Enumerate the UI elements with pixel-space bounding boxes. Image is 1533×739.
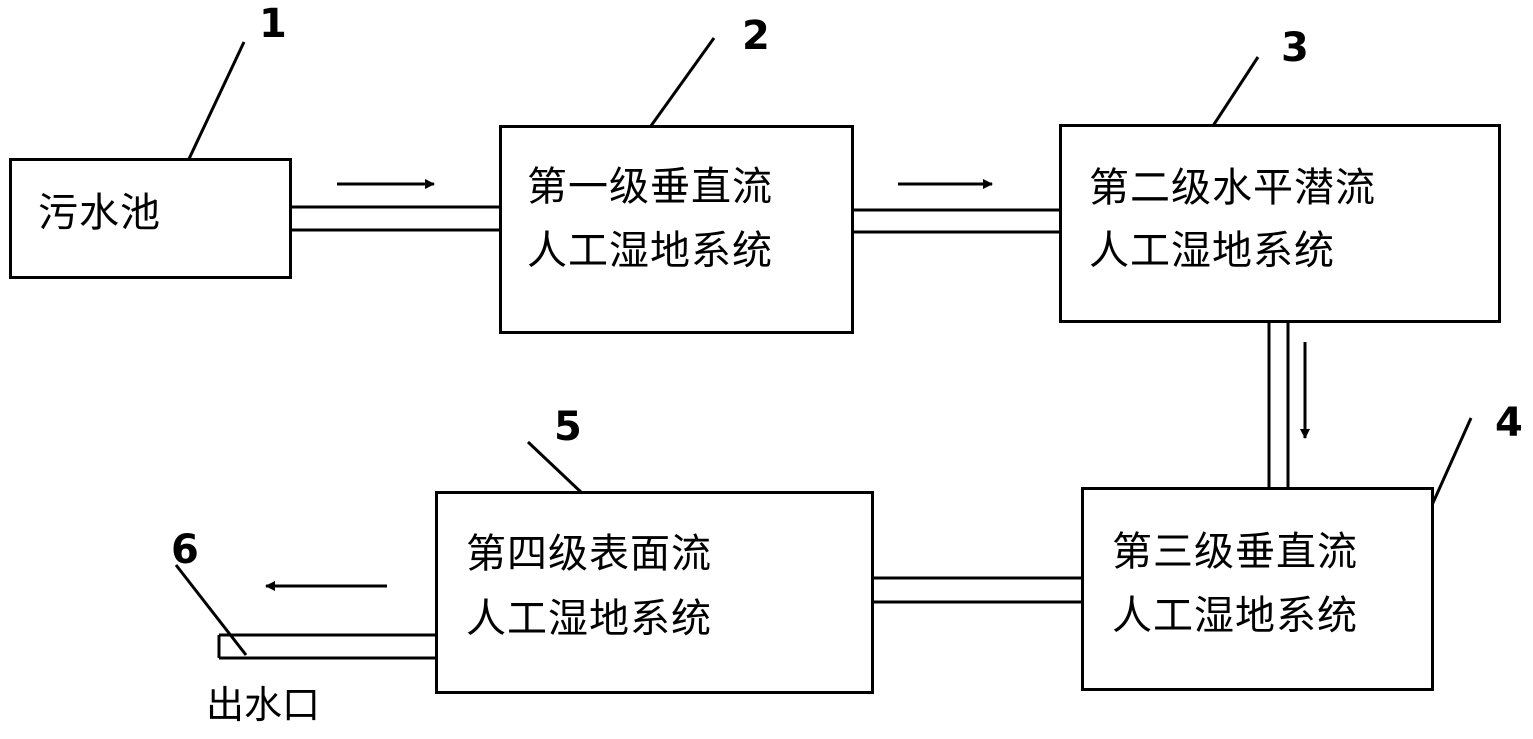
callout-number-2: 2 bbox=[742, 13, 770, 59]
callout-number-4: 4 bbox=[1495, 400, 1523, 446]
stage3-wetland-box bbox=[1081, 487, 1434, 691]
stage4-wetland-box bbox=[435, 491, 874, 694]
pipe-stage4-to-outlet bbox=[217, 633, 437, 660]
leader-line-3 bbox=[1207, 56, 1260, 133]
stage2-label-line1: 第二级水平潜流 bbox=[1089, 165, 1376, 211]
leader-line-2 bbox=[641, 37, 716, 138]
callout-number-1: 1 bbox=[259, 1, 287, 47]
pipe-stage1-to-stage2 bbox=[853, 208, 1061, 234]
callout-number-3: 3 bbox=[1281, 25, 1309, 71]
leader-line-4 bbox=[1426, 417, 1473, 515]
stage4-label-line1: 第四级表面流 bbox=[466, 531, 712, 577]
sewage-pool-label: 污水池 bbox=[38, 190, 161, 236]
pipe-pool-to-stage1 bbox=[291, 205, 501, 232]
outlet-label: 出水口 bbox=[206, 683, 321, 727]
stage1-label-line1: 第一级垂直流 bbox=[527, 164, 773, 210]
callout-number-6: 6 bbox=[171, 527, 199, 573]
pipe-stage3-to-stage4 bbox=[872, 576, 1083, 604]
stage1-wetland-box bbox=[499, 125, 854, 334]
stage2-label-line2: 人工湿地系统 bbox=[1089, 228, 1335, 274]
stage3-label-line2: 人工湿地系统 bbox=[1112, 593, 1358, 639]
leader-line-1 bbox=[178, 41, 246, 179]
stage3-label-line1: 第三级垂直流 bbox=[1112, 529, 1358, 575]
stage2-wetland-box bbox=[1059, 124, 1501, 323]
leader-line-6 bbox=[174, 564, 248, 656]
sewage-pool-box bbox=[9, 158, 292, 279]
callout-number-5: 5 bbox=[554, 404, 582, 450]
pipe-stage2-to-stage3 bbox=[1267, 322, 1290, 489]
stage4-label-line2: 人工湿地系统 bbox=[466, 596, 712, 642]
stage1-label-line2: 人工湿地系统 bbox=[527, 228, 773, 274]
